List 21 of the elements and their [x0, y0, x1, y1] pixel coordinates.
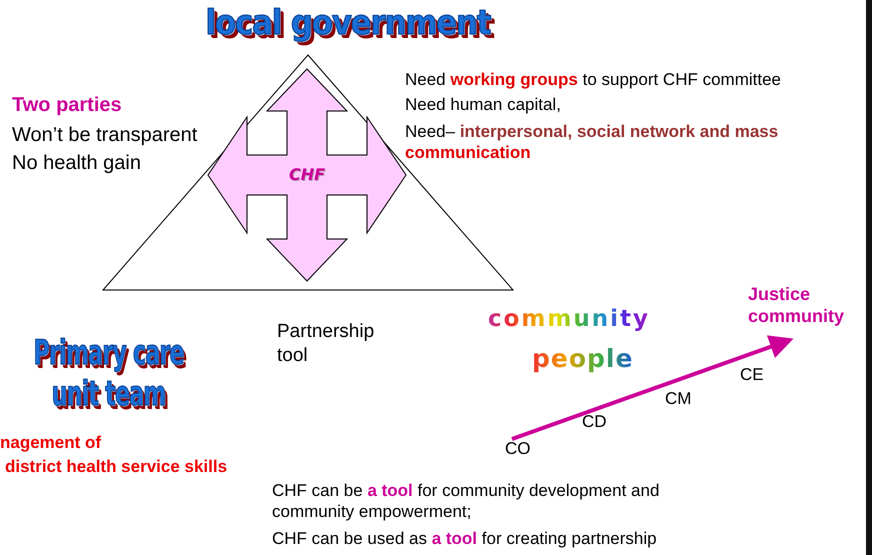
stage-label: CM [665, 388, 692, 410]
trend-arrow [511, 335, 794, 441]
arrow-label: CHF [288, 165, 326, 184]
four-way-arrow [208, 69, 406, 281]
note-text: Partnership tool [277, 320, 376, 368]
note-text: CHF can be used as a tool for creating partnership [272, 528, 657, 550]
note-text: district health service skills [5, 456, 228, 478]
word-art-title: local government [204, 2, 492, 44]
stage-label: CD [582, 411, 607, 432]
stage-label: CO [505, 439, 532, 460]
heading-text: Primary care unit team [32, 333, 185, 415]
note-text: Need working groups to support CHF committee [405, 69, 781, 90]
stage-label: CE [740, 364, 764, 386]
note-text: nagement of [0, 432, 102, 454]
note-text: CHF can be a tool for community development and community empowerment; [272, 480, 660, 522]
target-label: Justice community [748, 284, 846, 328]
note-text: Won’t be transparent [12, 123, 198, 148]
note-text: Need human capital, [405, 94, 561, 116]
heading-text: Two parties [12, 93, 122, 118]
note-text: No health gain [12, 151, 141, 176]
note-text: Need– interpersonal, social network and mass communication [405, 121, 780, 164]
